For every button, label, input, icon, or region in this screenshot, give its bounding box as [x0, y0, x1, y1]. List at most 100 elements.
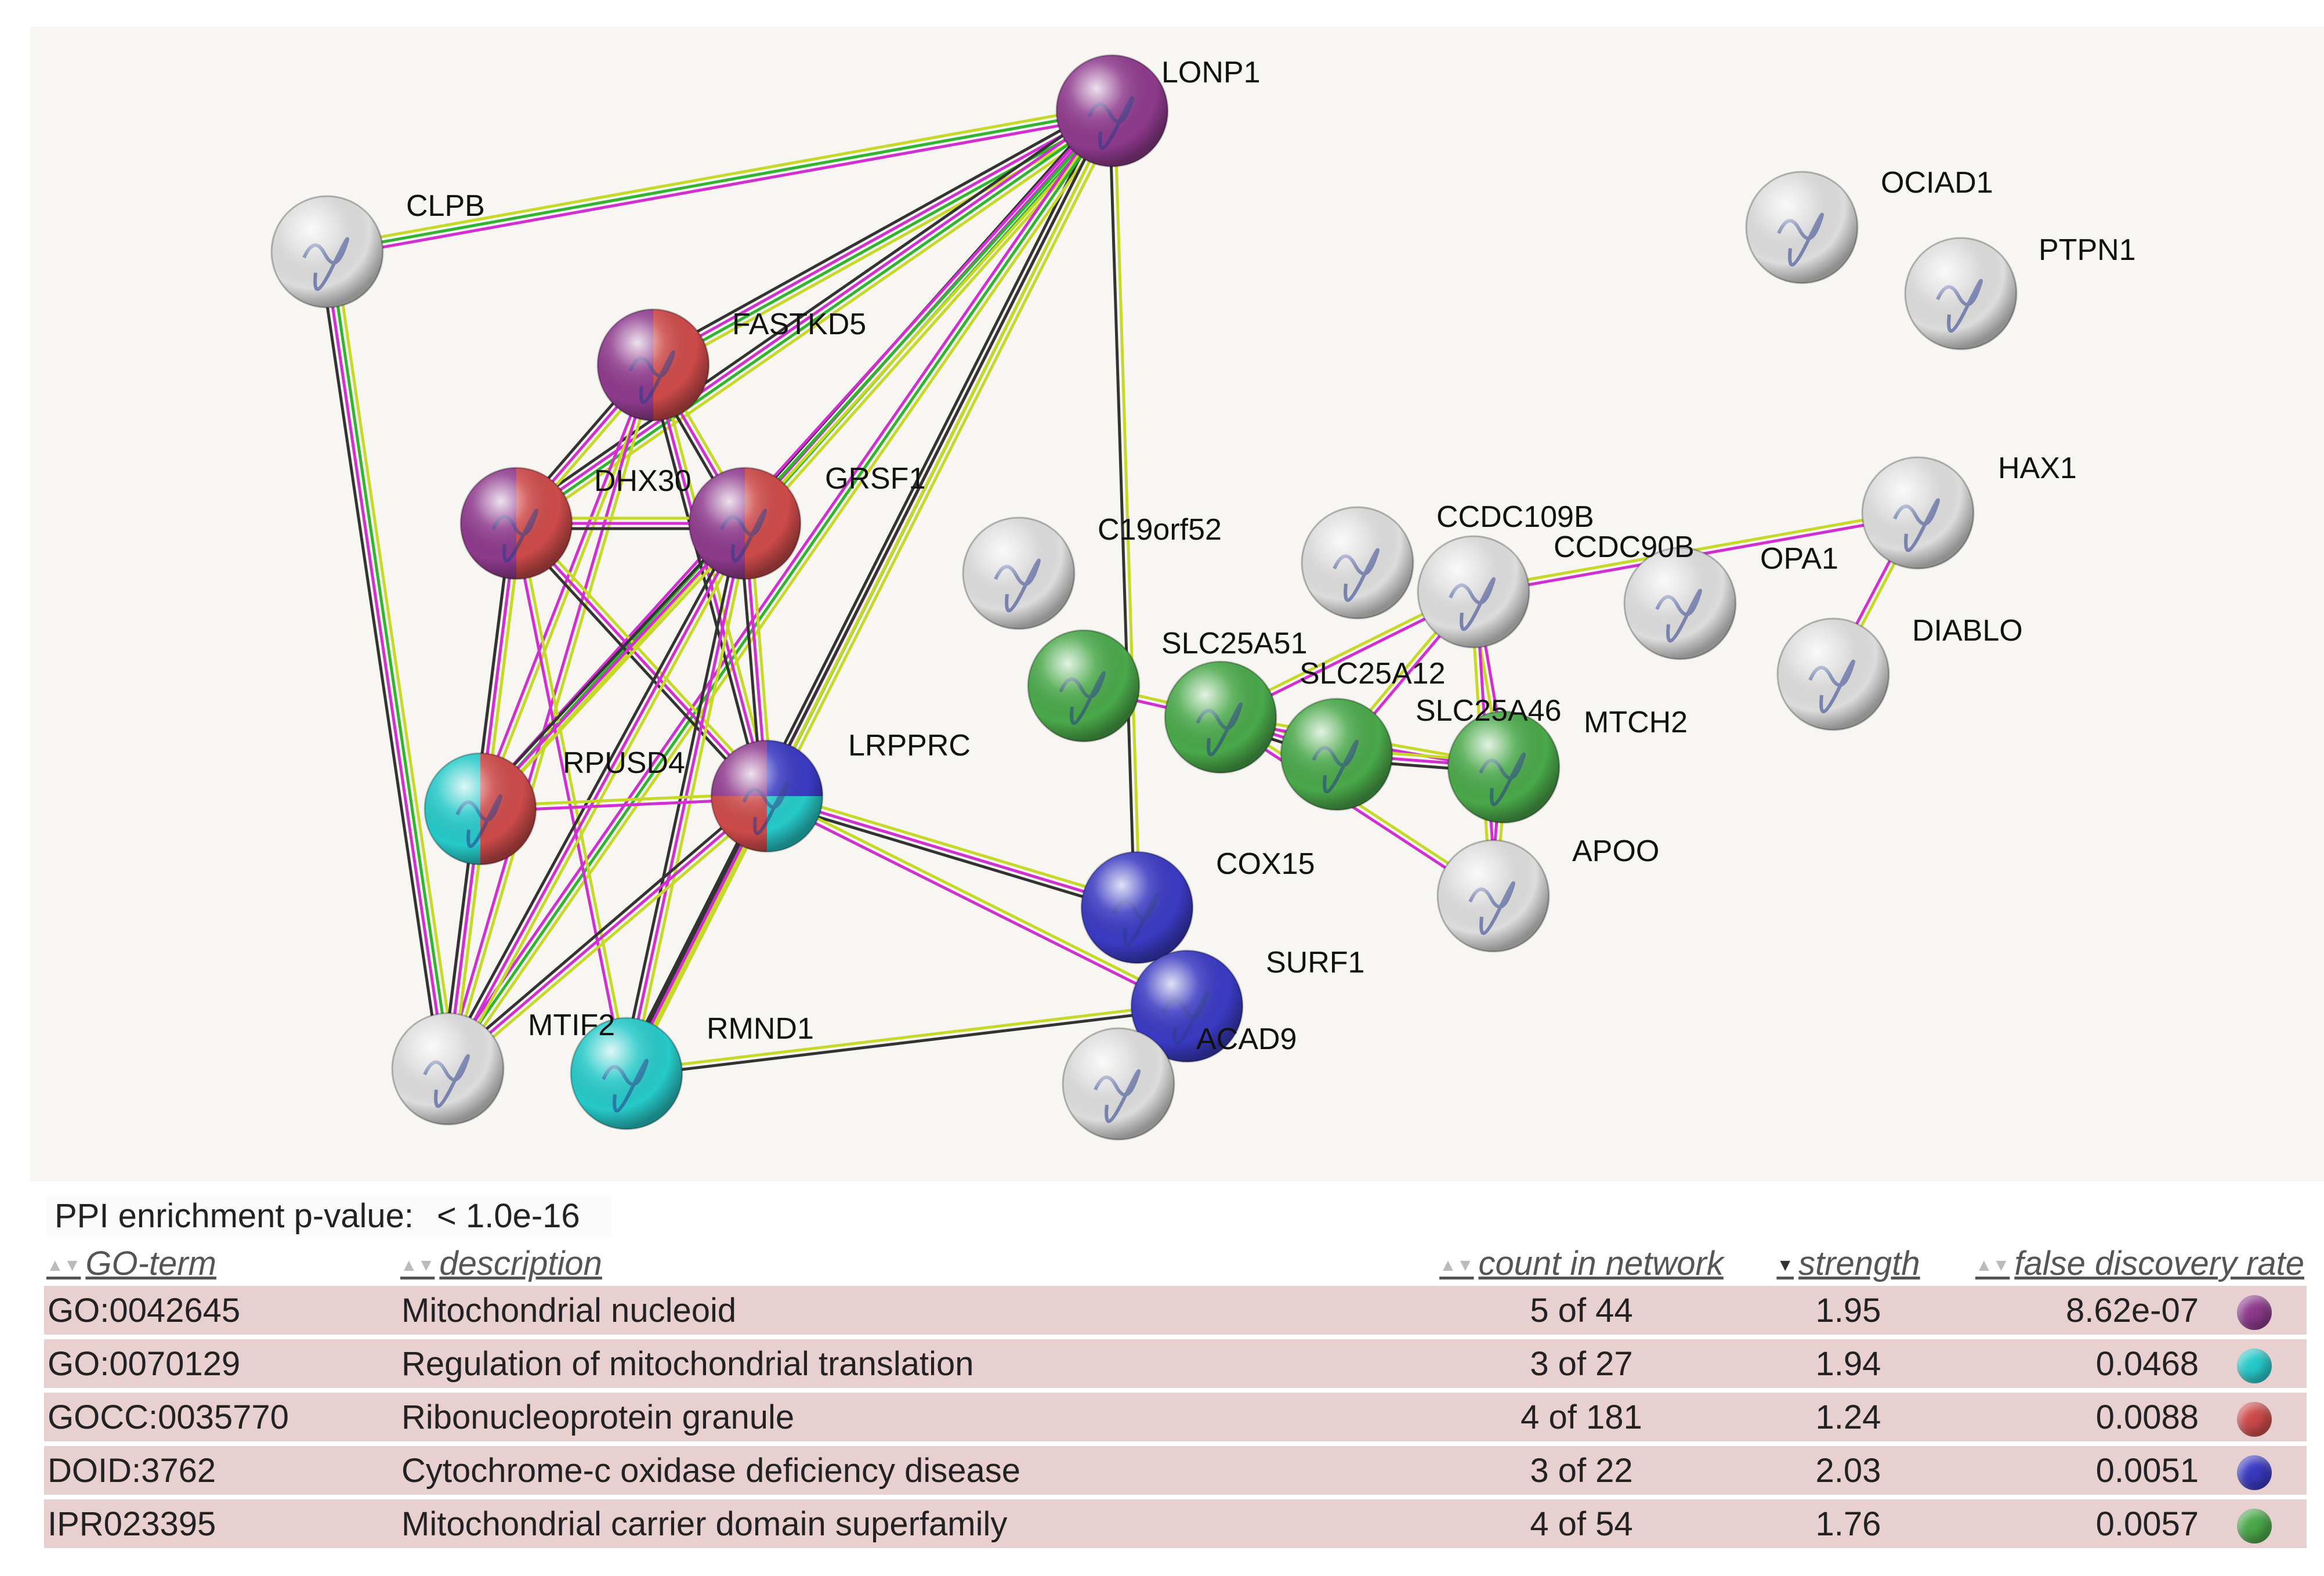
edge-lonp1-mtif2[interactable]: [446, 110, 1114, 1070]
header-strength[interactable]: ▼strength: [1744, 1241, 1953, 1286]
edge-clpb-lonp1[interactable]: [325, 104, 1112, 248]
node-label-slc25a46: SLC25A46: [1416, 694, 1562, 728]
node-gloss: [1302, 507, 1413, 619]
node-dhx30[interactable]: [459, 467, 573, 580]
edge-lrpprc-cox15[interactable]: [768, 789, 1139, 904]
node-slc25a51[interactable]: [1027, 629, 1141, 743]
edge-lrpprc-mtif2[interactable]: [447, 795, 768, 1070]
edge-dhx30-lrpprc[interactable]: [519, 519, 772, 794]
node-ociad1[interactable]: [1745, 171, 1859, 284]
node-lrpprc[interactable]: [710, 739, 824, 853]
node-apoo[interactable]: [1436, 839, 1550, 953]
node-diablo[interactable]: [1776, 617, 1890, 731]
edge-lonp1-dhx30[interactable]: [517, 111, 1114, 527]
edge-lonp1-lrpprc[interactable]: [758, 106, 1107, 794]
edge-rmnd1-surf1[interactable]: [627, 1007, 1188, 1078]
edge-clpb-lonp1[interactable]: [327, 109, 1113, 254]
edge-fastkd5-lrpprc[interactable]: [651, 364, 769, 797]
color-swatch[interactable]: [2237, 1401, 2272, 1437]
edge-lonp1-dhx30[interactable]: [514, 107, 1112, 523]
cell-strength: 1.24: [1744, 1390, 1953, 1446]
edge-ccdc90b-hax1[interactable]: [1472, 509, 1918, 591]
edge-lonp1-dhx30[interactable]: [511, 103, 1109, 518]
edge-lonp1-grsf1[interactable]: [750, 115, 1119, 530]
edge-clpb-mtif2[interactable]: [318, 252, 442, 1071]
node-ccdc109b[interactable]: [1301, 506, 1414, 620]
edge-dhx30-rmnd1[interactable]: [512, 523, 626, 1075]
node-hax1[interactable]: [1861, 456, 1975, 570]
edge-fastkd5-lrpprc[interactable]: [646, 366, 763, 798]
edge-lonp1-fastkd5[interactable]: [651, 107, 1112, 364]
node-ptpn1[interactable]: [1904, 237, 2018, 350]
edge-lrpprc-cox15[interactable]: [765, 800, 1136, 914]
node-c19orf52[interactable]: [962, 516, 1076, 630]
node-gloss: [272, 196, 383, 308]
edge-dhx30-lrpprc[interactable]: [511, 526, 765, 801]
color-swatch[interactable]: [2237, 1348, 2272, 1383]
edge-lonp1-mtif2[interactable]: [451, 113, 1118, 1073]
edge-lrpprc-cox15[interactable]: [766, 794, 1138, 909]
node-fastkd5[interactable]: [596, 308, 710, 422]
edge-grsf1-rmnd1[interactable]: [630, 524, 752, 1075]
color-swatch[interactable]: [2237, 1295, 2272, 1330]
node-lonp1[interactable]: [1055, 54, 1169, 168]
edge-lrpprc-mtif2[interactable]: [443, 791, 765, 1067]
edge-dhx30-rmnd1[interactable]: [517, 522, 631, 1073]
edge-clpb-mtif2[interactable]: [328, 251, 452, 1069]
edge-lrpprc-mtif2[interactable]: [450, 798, 772, 1074]
edge-lonp1-cox15[interactable]: [1113, 110, 1141, 908]
edge-lonp1-rpusd4[interactable]: [479, 110, 1113, 810]
edge-clpb-mtif2[interactable]: [323, 252, 447, 1070]
node-rpusd4[interactable]: [423, 752, 537, 866]
color-swatch[interactable]: [2237, 1508, 2272, 1544]
edge-dhx30-lrpprc[interactable]: [515, 522, 768, 797]
node-opa1[interactable]: [1623, 547, 1737, 660]
edge-lonp1-rmnd1[interactable]: [627, 111, 1116, 1076]
node-mtch2[interactable]: [1447, 710, 1561, 824]
header-description[interactable]: ▲▼description: [398, 1241, 1419, 1286]
edge-clpb-mtif2[interactable]: [333, 250, 457, 1068]
node-surf1[interactable]: [1130, 949, 1244, 1063]
node-slc25a46[interactable]: [1280, 697, 1393, 811]
edge-rmnd1-surf1[interactable]: [626, 1002, 1187, 1073]
edge-grsf1-mtif2[interactable]: [446, 522, 747, 1070]
header-count[interactable]: ▲▼count in network: [1419, 1241, 1744, 1286]
edge-lrpprc-surf1[interactable]: [765, 797, 1187, 1010]
edge-fastkd5-rpusd4[interactable]: [476, 363, 653, 809]
node-cox15[interactable]: [1080, 851, 1194, 964]
edge-lonp1-cox15[interactable]: [1108, 111, 1136, 908]
edge-lonp1-fastkd5[interactable]: [656, 116, 1117, 373]
edge-grsf1-rpusd4[interactable]: [483, 526, 750, 814]
edge-lonp1-mtif2[interactable]: [442, 107, 1109, 1067]
edge-lonp1-rpusd4[interactable]: [483, 113, 1117, 814]
edge-lonp1-rmnd1[interactable]: [622, 109, 1112, 1073]
edge-grsf1-rpusd4[interactable]: [475, 519, 743, 807]
node-acad9[interactable]: [1062, 1027, 1175, 1141]
node-grsf1[interactable]: [688, 467, 802, 580]
header-go-term[interactable]: ▲▼GO-term: [44, 1241, 398, 1286]
edge-lonp1-fastkd5[interactable]: [653, 111, 1114, 369]
header-fdr[interactable]: ▲▼false discovery rate: [1953, 1241, 2307, 1286]
edge-grsf1-mtif2[interactable]: [451, 525, 751, 1072]
edge-clpb-lonp1[interactable]: [328, 114, 1114, 259]
edge-lonp1-fastkd5[interactable]: [649, 103, 1109, 360]
edge-lonp1-rpusd4[interactable]: [475, 106, 1110, 807]
edge-lrpprc-surf1[interactable]: [767, 792, 1189, 1006]
color-swatch[interactable]: [2237, 1455, 2272, 1490]
edge-grsf1-mtif2[interactable]: [441, 520, 742, 1067]
node-slc25a12[interactable]: [1164, 660, 1277, 774]
edge-fastkd5-mtif2[interactable]: [444, 364, 653, 1069]
edge-grsf1-rpusd4[interactable]: [479, 522, 746, 810]
node-clpb[interactable]: [270, 195, 384, 309]
node-rmnd1[interactable]: [570, 1017, 683, 1130]
node-mtif2[interactable]: [391, 1012, 505, 1126]
edge-lonp1-lrpprc[interactable]: [772, 113, 1121, 801]
node-ccdc90b[interactable]: [1417, 535, 1530, 649]
